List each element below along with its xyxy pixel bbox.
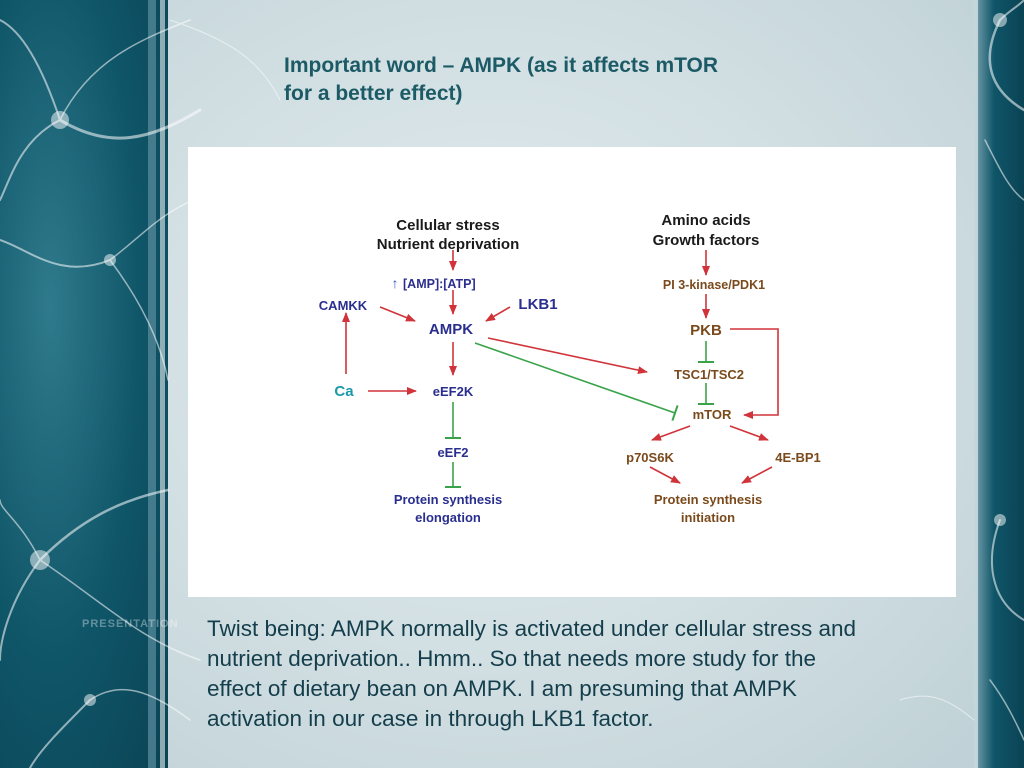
node-pi3k-pdk1: PI 3-kinase/PDK1 xyxy=(663,278,765,292)
node-tsc1-tsc2: TSC1/TSC2 xyxy=(674,367,744,382)
edge-mtor-to-p70s6k xyxy=(651,425,691,441)
ampk-mtor-pathway-diagram: Cellular stress Nutrient deprivation ↑ [… xyxy=(319,212,821,525)
node-growth-factors: Growth factors xyxy=(653,232,760,249)
node-eef2: eEF2 xyxy=(437,445,468,460)
body-line: Twist being: AMPK normally is activated … xyxy=(207,616,857,641)
node-ampk: AMPK xyxy=(429,321,473,338)
edge-4ebp1-to-initiation xyxy=(741,466,773,484)
up-arrow-icon: ↑ xyxy=(392,275,399,291)
node-eef2k: eEF2K xyxy=(433,384,474,399)
right-decor-panel xyxy=(974,0,1024,768)
pathway-nodes: Cellular stress Nutrient deprivation ↑ [… xyxy=(319,212,821,525)
pathway-edges xyxy=(342,250,779,488)
watermark: PRESENTATION xyxy=(82,618,179,630)
edge-ampk-inhibits-mtor-bar xyxy=(671,405,679,421)
slide-title-line: for a better effect) xyxy=(284,82,463,105)
node-protein-synthesis-initiation-2: initiation xyxy=(681,510,735,525)
slide-title: Important word – AMPK (as it affects mTO… xyxy=(284,52,884,108)
edge-p70s6k-to-initiation xyxy=(649,466,681,484)
node-protein-synthesis-initiation-1: Protein synthesis xyxy=(654,492,762,507)
slide-body-text: Twist being: AMPK normally is activated … xyxy=(207,614,967,734)
node-p70s6k: p70S6K xyxy=(626,450,674,465)
body-line: nutrient deprivation.. Hmm.. So that nee… xyxy=(207,646,817,671)
body-line: activation in our case in through LKB1 f… xyxy=(207,706,654,731)
edge-lkb1-to-ampk xyxy=(485,306,511,322)
node-cellular-stress: Cellular stress xyxy=(396,217,499,234)
left-decor-stripe xyxy=(148,0,156,768)
node-nutrient-deprivation: Nutrient deprivation xyxy=(377,236,520,253)
pathway-figure: Cellular stress Nutrient deprivation ↑ [… xyxy=(188,147,956,597)
body-line: effect of dietary bean on AMPK. I am pre… xyxy=(207,676,797,701)
node-pkb: PKB xyxy=(690,322,722,339)
edge-camkk-to-ampk xyxy=(379,306,416,322)
node-ca: Ca xyxy=(334,383,354,400)
node-4ebp1: 4E-BP1 xyxy=(775,450,821,465)
edge-ampk-inhibits-mtor xyxy=(474,342,676,414)
right-decor-stripe xyxy=(974,0,978,768)
node-amp-atp: [AMP]:[ATP] xyxy=(403,277,476,291)
node-mtor: mTOR xyxy=(693,407,732,422)
node-amino-acids: Amino acids xyxy=(661,212,750,229)
node-protein-synthesis-elongation-2: elongation xyxy=(415,510,481,525)
node-lkb1: LKB1 xyxy=(518,296,557,313)
node-camkk: CAMKK xyxy=(319,298,368,313)
edge-pkb-to-mtor xyxy=(730,328,779,419)
edge-mtor-to-4ebp1 xyxy=(729,425,769,441)
left-decor-stripe-light xyxy=(160,0,165,768)
slide-title-line: Important word – AMPK (as it affects mTO… xyxy=(284,54,719,77)
edge-ampk-to-tsc xyxy=(487,337,648,375)
node-protein-synthesis-elongation-1: Protein synthesis xyxy=(394,492,502,507)
left-decor-panel xyxy=(0,0,168,768)
